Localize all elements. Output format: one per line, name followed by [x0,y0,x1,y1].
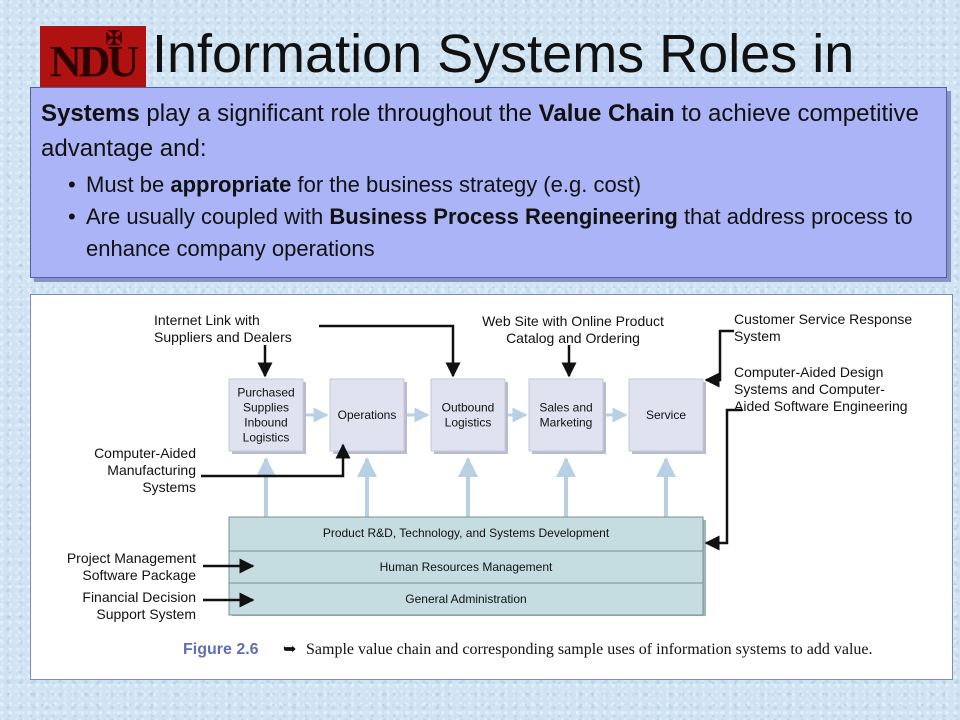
bullet-1-pre: Must be [86,172,171,197]
primary-activity-label: Inbound [244,416,287,430]
cam-arrow [201,443,351,478]
logo-emblem-icon: ✠ [105,28,123,50]
internet-link-label: Suppliers and Dealers [154,329,292,345]
lead-text-1: play a significant role throughout the [139,100,539,127]
cad-arrow [704,408,742,551]
web-site-label: Web Site with Online Product [482,313,664,329]
financial-label: Support System [96,606,196,622]
bullet-dot-icon: • [68,204,76,229]
bullet-2-bold: Business Process Reengineering [329,204,678,229]
customer-service-label: System [734,328,781,344]
bullet-list: • Must be appropriate for the business st… [41,169,936,265]
primary-activities: PurchasedSuppliesInboundLogisticsOperati… [228,378,706,454]
bullet-item-bpr: • Are usually coupled with Business Proce… [41,201,936,265]
page-title: Information Systems Roles in [152,24,855,84]
primary-activity-label: Service [646,408,686,422]
cam-label: Systems [142,479,196,495]
lead-bold-value-chain: Value Chain [538,100,675,127]
internet-link-label: Internet Link with [154,312,260,328]
web-site-label: Catalog and Ordering [506,330,640,346]
primary-activity-label: Outbound [442,401,495,415]
internet-link-arrow-right [319,324,461,378]
customer-service-arrow [704,329,734,388]
support-activity-label: Product R&D, Technology, and Systems Dev… [323,526,610,540]
support-activity-bar [228,516,704,552]
primary-activity-box [228,378,304,452]
cam-label: Computer-Aided [94,445,196,461]
logo-text: NDU [49,37,139,86]
primary-activity-label: Purchased [237,386,294,400]
cad-label: Systems and Computer- [734,381,885,397]
cam-label: Manufacturing [107,462,196,478]
figure-caption-text: Sample value chain and corresponding sam… [306,641,873,658]
primary-activity-box [628,378,704,452]
project-mgmt-label: Software Package [82,567,196,583]
primary-activity-box [430,378,506,452]
financial-label: Financial Decision [82,589,196,605]
lead-paragraph: Systems play a significant role througho… [41,96,936,166]
connector-group [256,407,676,517]
lead-text-2: to achieve competitive advantage and: [41,100,919,162]
cad-label: Aided Software Engineering [734,398,908,414]
bullet-2-pre: Are usually coupled with [86,204,330,229]
ndu-logo: NDU ✠ [40,26,146,90]
bullet-2-post: that address process to enhance company … [86,204,913,261]
primary-activity-label: Logistics [243,431,290,445]
primary-activity-box [329,378,405,452]
support-activity-label: General Administration [405,592,526,606]
primary-activity-label: Marketing [540,416,593,430]
support-activity-bar [228,582,704,616]
value-chain-diagram: PurchasedSuppliesInboundLogisticsOperati… [67,311,913,658]
bullet-1-bold: appropriate [170,172,292,197]
primary-activity-box [528,378,604,452]
annotation-arrows [201,324,742,608]
support-activity-label: Human Resources Management [380,560,553,574]
lead-bold-systems: Systems [41,100,140,127]
customer-service-label: Customer Service Response [734,311,912,327]
primary-activity-label: Supplies [243,401,289,415]
summary-callout: Systems play a significant role througho… [30,87,947,278]
figure-caption-arrow-icon: ➥ [283,641,296,658]
bullet-item-appropriate: • Must be appropriate for the business st… [41,169,936,201]
primary-activity-label: Sales and [539,401,592,415]
support-activity-bar [228,550,704,586]
support-activities: Product R&D, Technology, and Systems Dev… [228,516,706,616]
project-mgmt-label: Project Management [67,550,196,566]
cad-label: Computer-Aided Design [734,364,883,380]
bullet-dot-icon: • [68,172,76,197]
primary-activity-label: Logistics [445,416,492,430]
primary-activity-label: Operations [338,408,397,422]
bullet-1-post: for the business strategy (e.g. cost) [291,172,642,197]
figure-caption-number: Figure 2.6 [183,641,259,658]
